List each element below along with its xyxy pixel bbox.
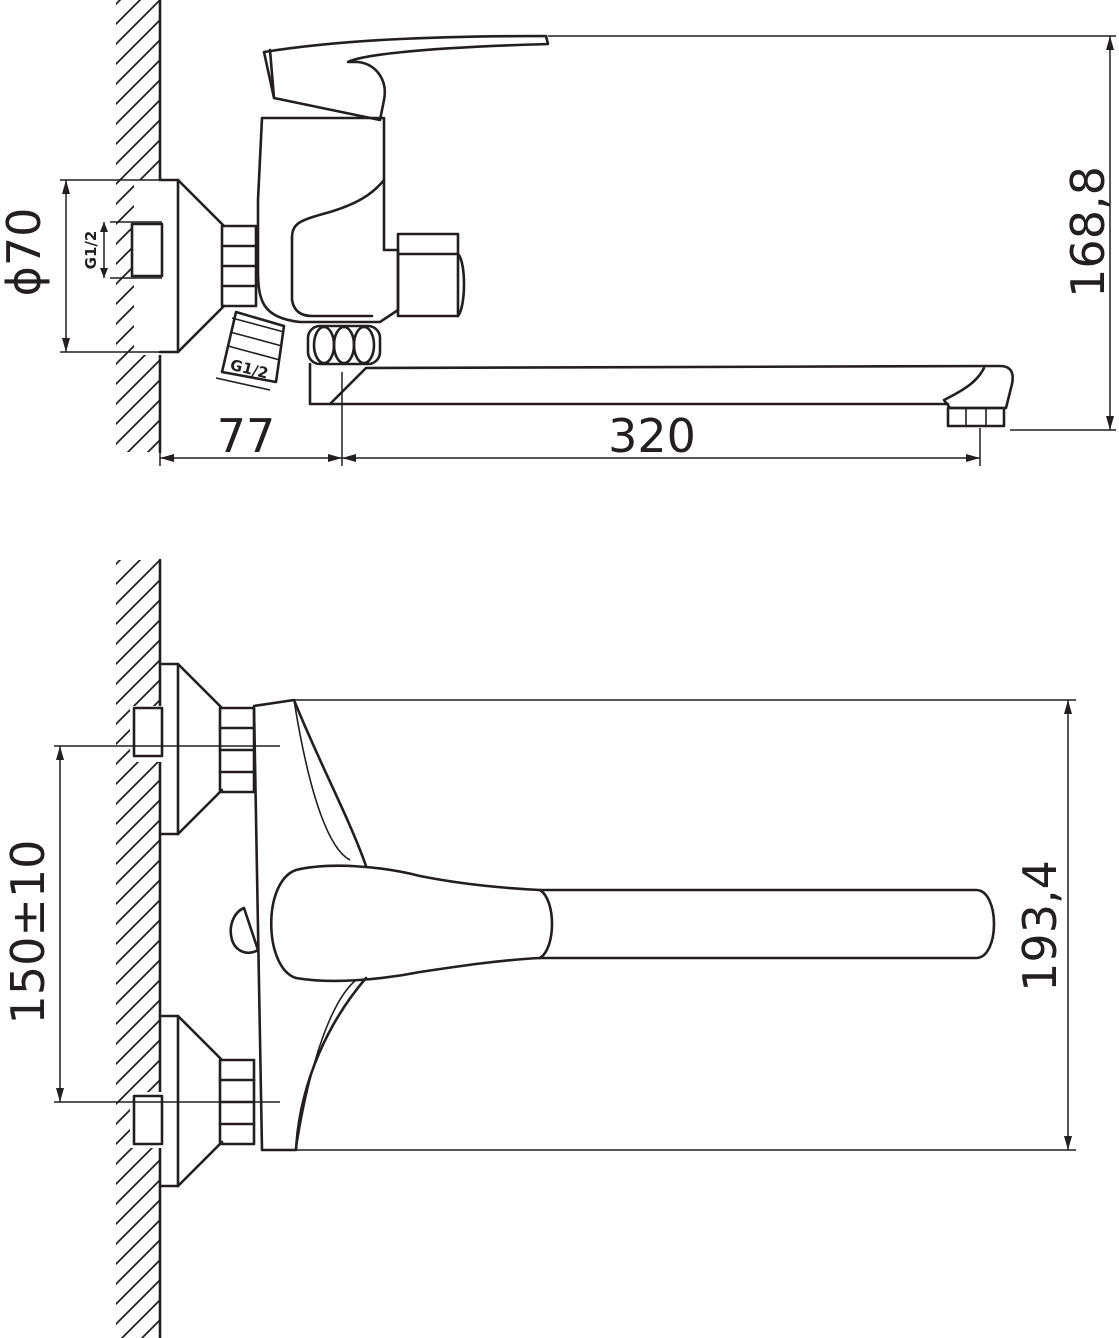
hex-nut bbox=[220, 224, 258, 308]
diverter-knob bbox=[396, 232, 466, 318]
flange-diameter-label: ϕ70 bbox=[0, 208, 51, 297]
thread-inlet-label: G1/2 bbox=[228, 356, 270, 383]
height-label: 168,8 bbox=[1061, 166, 1115, 298]
dim-body-height: 193,4 bbox=[294, 699, 1076, 1151]
dim-height: 168,8 bbox=[548, 35, 1116, 431]
dim-thread-wall: G1/2 bbox=[82, 222, 108, 278]
dim-flange-diameter: ϕ70 bbox=[0, 179, 178, 353]
front-view: 150±10 193,4 bbox=[1, 558, 1076, 1338]
inlet-spacing-label: 150±10 bbox=[1, 840, 55, 1025]
dim-thread-inlet: G1/2 bbox=[228, 356, 270, 383]
lever-handle bbox=[262, 34, 550, 122]
wall-top bbox=[112, 0, 162, 454]
wall-offset-label: 77 bbox=[217, 409, 276, 463]
front-lever bbox=[270, 864, 996, 983]
dim-inlet-spacing: 150±10 bbox=[1, 745, 280, 1103]
wall-bottom bbox=[116, 558, 162, 1338]
spout-length-label: 320 bbox=[608, 409, 696, 463]
thread-wall-label: G1/2 bbox=[82, 231, 100, 270]
side-view: ϕ70 G1/2 G1/2 168,8 bbox=[0, 0, 1116, 466]
dim-horizontal: 77 320 bbox=[159, 372, 981, 466]
inlet-connector bbox=[215, 310, 286, 391]
front-body bbox=[229, 698, 368, 1152]
body-height-label: 193,4 bbox=[1013, 860, 1067, 992]
mixer-body bbox=[256, 116, 400, 324]
spout bbox=[306, 324, 1014, 428]
